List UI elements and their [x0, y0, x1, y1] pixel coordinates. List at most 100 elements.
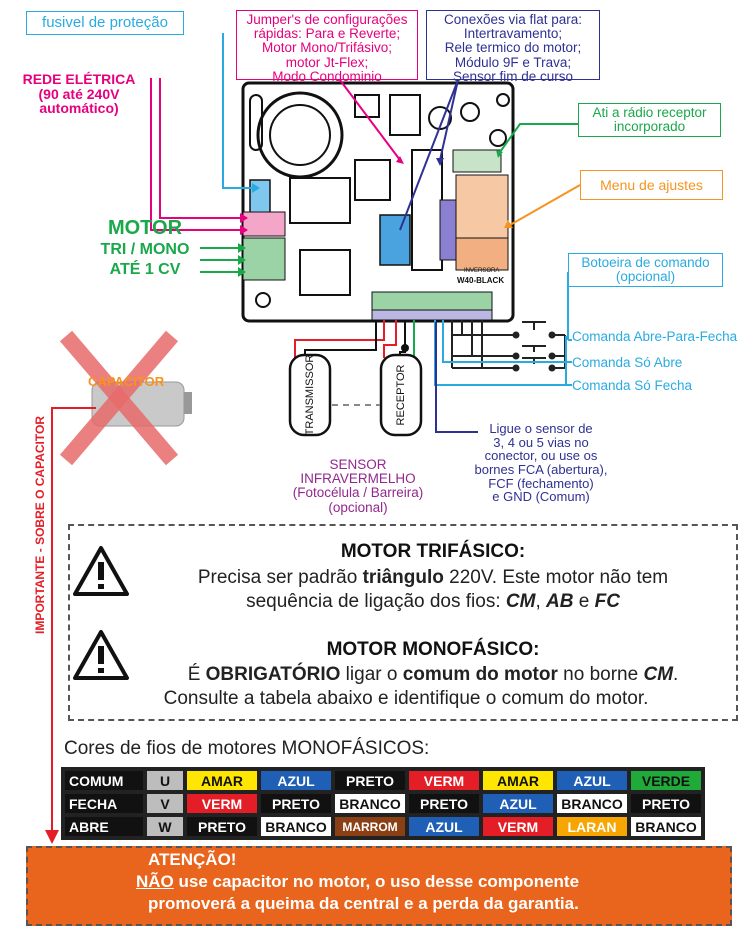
mono-l1d: comum do motor — [402, 664, 558, 685]
tri-l1b: triângulo — [362, 567, 444, 588]
conexoes-label-2: Intertravamento; — [463, 26, 563, 42]
rede-label-1: REDE ELÉTRICA — [22, 71, 136, 87]
mono-line-2: Consulte a tabela abaixo e identifique o… — [163, 688, 649, 709]
color-cell: BRANCO — [629, 815, 703, 838]
jumper-label-4: motor Jt-Flex; — [285, 54, 369, 70]
conexoes-label-4: Módulo 9F e Trava; — [454, 54, 572, 70]
receiver-module — [379, 353, 423, 437]
tri-cm: CM — [505, 591, 536, 612]
warning-triangle-icon-2 — [73, 630, 129, 680]
conexoes-label-3: Rele termico do motor; — [444, 40, 582, 56]
mono-l1c: ligar o — [340, 664, 403, 685]
sensor-ir-1: SENSOR — [329, 457, 387, 472]
sensor-text-3: conector, ou use os — [484, 448, 598, 464]
motor-warning-box: MOTOR TRIFÁSICO: Precisa ser padrão triâ… — [68, 524, 738, 721]
mono-l1b: OBRIGATÓRIO — [205, 664, 341, 685]
tri-sep2: e — [573, 591, 595, 612]
conexoes-label-5: Sensor fim de curso — [452, 68, 574, 84]
menu-callout: Menu de ajustes — [580, 170, 723, 200]
tri-sep1: , — [535, 591, 547, 612]
fusivel-callout: fusivel de proteção — [26, 11, 184, 35]
row-key: U — [145, 769, 185, 792]
motor-sub-2: ATÉ 1 CV — [109, 260, 181, 278]
conexoes-label-1: Conexões via flat para: — [443, 12, 583, 27]
motor-title: MOTOR — [107, 217, 183, 239]
receptor-label: RECEPTOR — [395, 364, 407, 426]
rede-label-3: automático) — [39, 100, 119, 117]
comanda-abre-para-fecha: Comanda Abre-Para-Fecha — [572, 329, 738, 344]
jumper-label-5: Modo Condominio — [272, 68, 382, 84]
row-label: FECHA — [63, 792, 145, 815]
board-brand: INVERSORA — [464, 268, 500, 274]
botoeira-label-1: Botoeira de comando — [581, 255, 710, 270]
attention-line-2: promoverá a queima da central e a perda … — [148, 894, 579, 913]
radio-callout: Ati a rádio receptor incorporado — [578, 103, 721, 137]
attention-banner: ATENÇÃO! NÃO use capacitor no motor, o u… — [26, 846, 732, 926]
fusivel-label: fusivel de proteção — [42, 14, 168, 31]
tri-line-2: sequência de ligação dos fios: CM, AB e … — [130, 590, 736, 614]
color-cell: PRETO — [407, 792, 481, 815]
row-label: COMUM — [63, 769, 145, 792]
table-title: Cores de fios de motores MONOFÁSICOS: — [64, 738, 430, 759]
color-cell: AZUL — [259, 769, 333, 792]
rede-callout: REDE ELÉTRICA (90 até 240V automático) — [4, 72, 154, 116]
jumper-label-1: Jumper's de configurações — [246, 12, 408, 27]
tri-l1a: Precisa ser padrão — [197, 567, 363, 588]
transmitter-module — [288, 353, 332, 437]
attention-title: ATENÇÃO! — [148, 850, 237, 869]
mono-l1e: no borne — [557, 664, 644, 685]
row-key: V — [145, 792, 185, 815]
color-cell: AZUL — [481, 792, 555, 815]
mono-l1g: . — [673, 664, 679, 685]
sensor-text-1: Ligue o sensor de — [489, 421, 593, 436]
color-cell: AZUL — [555, 769, 629, 792]
tri-fc: FC — [594, 591, 620, 612]
importante-capacitor-label: IMPORTANTE - SOBRE O CAPACITOR — [33, 415, 47, 635]
sensor-ir-2: INFRAVERMELHO — [300, 471, 416, 487]
attention-line-1: NÃO use capacitor no motor, o uso desse … — [136, 872, 579, 892]
jumper-label-2: rápidas: Para e Reverte; — [253, 26, 401, 42]
tri-l1c: 220V. Este motor não tem — [443, 567, 669, 588]
color-cell: PRETO — [629, 792, 703, 815]
motor-sub-1: TRI / MONO — [100, 241, 190, 258]
mono-l1f: CM — [643, 664, 674, 685]
mono-l1a: É — [187, 664, 206, 685]
motor-callout: MOTOR TRI / MONO ATÉ 1 CV — [90, 218, 200, 279]
color-cell: AMAR — [481, 769, 555, 792]
sensor-ir-3: (Fotocélula / Barreira) — [292, 485, 424, 501]
mono-title: MOTOR MONOFÁSICO: — [326, 639, 540, 660]
jumper-label-3: Motor Mono/Trifásivo; — [261, 40, 393, 56]
transmissor-label: TRANSMISSOR — [304, 354, 316, 436]
menu-label: Menu de ajustes — [600, 177, 703, 193]
color-cell: VERM — [185, 792, 259, 815]
tri-line-1: Precisa ser padrão triângulo 220V. Este … — [130, 566, 736, 590]
capacitor-illustration — [59, 330, 192, 466]
color-cell: AZUL — [407, 815, 481, 838]
row-label: ABRE — [63, 815, 145, 838]
sensor-ir-4: (opcional) — [328, 499, 388, 515]
comanda-so-fecha: Comanda Só Fecha — [572, 378, 693, 393]
color-cell: VERM — [407, 769, 481, 792]
color-cell: AMAR — [185, 769, 259, 792]
color-cell: PRETO — [185, 815, 259, 838]
tri-l2a: sequência de ligação dos fios: — [246, 591, 506, 612]
radio-label-1: Ati a rádio receptor — [592, 105, 707, 120]
botoeira-label-2: (opcional) — [615, 269, 676, 285]
color-cell: BRANCO — [259, 815, 333, 838]
botoeira-callout: Botoeira de comando (opcional) — [568, 253, 723, 287]
board-name: W40-BLACK — [457, 276, 505, 285]
radio-label-2: incorporado — [613, 119, 686, 135]
color-cell: BRANCO — [333, 792, 407, 815]
warning-triangle-icon-1 — [73, 546, 129, 596]
conexoes-callout: Conexões via flat para: Intertravamento;… — [426, 10, 600, 83]
sensor-text-5: FCF (fechamento) — [488, 475, 594, 491]
sensor-text-6: e GND (Comum) — [492, 489, 590, 505]
attention-line-1-text: use capacitor no motor, o uso desse comp… — [173, 872, 580, 891]
capacitor-label: CAPACITOR — [88, 374, 165, 389]
mono-line-1: É OBRIGATÓRIO ligar o comum do motor no … — [130, 663, 736, 687]
rede-label-2: (90 até 240V — [38, 85, 120, 102]
